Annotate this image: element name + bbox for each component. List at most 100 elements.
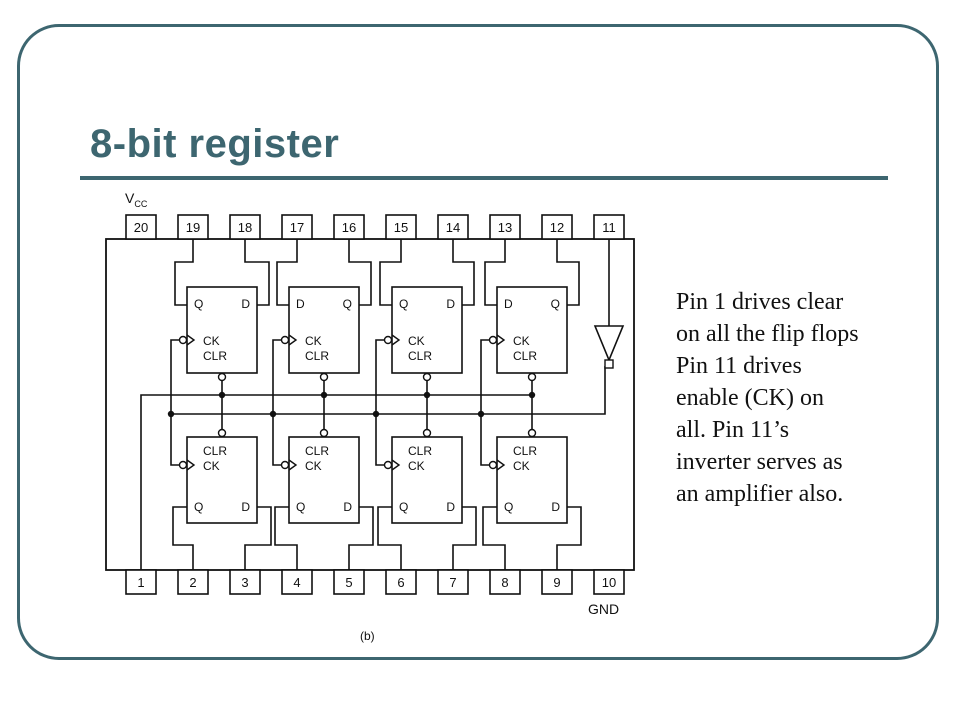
- wire-junction: [167, 410, 175, 418]
- caption-line: on all the flip flops: [676, 321, 859, 347]
- d-label: D: [343, 500, 352, 514]
- ck-label: CK: [513, 459, 530, 473]
- gnd-label: GND: [588, 601, 619, 617]
- ck-label: CK: [408, 334, 425, 348]
- pin-number: 9: [553, 575, 560, 590]
- pin-number: 1: [137, 575, 144, 590]
- d-label: D: [504, 297, 513, 311]
- pin-15: 15: [385, 214, 417, 240]
- ck-label: CK: [203, 459, 220, 473]
- pin-6: 6: [385, 569, 417, 595]
- d-label: D: [446, 500, 455, 514]
- q-label: Q: [399, 297, 408, 311]
- pin-number: 16: [342, 220, 356, 235]
- pin-number: 13: [498, 220, 512, 235]
- caption-line: all. Pin 11’s: [676, 417, 790, 443]
- pin-2: 2: [177, 569, 209, 595]
- wire-junction: [320, 391, 328, 399]
- pin-20: 20: [125, 214, 157, 240]
- pin-10: 10: [593, 569, 625, 595]
- clr-label: CLR: [305, 349, 329, 363]
- q-label: Q: [194, 500, 203, 514]
- q-label: Q: [399, 500, 408, 514]
- pin-number: 18: [238, 220, 252, 235]
- pin-number: 11: [602, 220, 616, 235]
- wire-junction: [218, 391, 226, 399]
- clr-label: CLR: [203, 349, 227, 363]
- pin-number: 7: [449, 575, 456, 590]
- pin-14: 14: [437, 214, 469, 240]
- pin-number: 19: [186, 220, 200, 235]
- pin-18: 18: [229, 214, 261, 240]
- clr-label: CLR: [408, 444, 432, 458]
- pin-5: 5: [333, 569, 365, 595]
- wire-junction: [528, 391, 536, 399]
- caption-line: Pin 11 drives: [676, 353, 802, 379]
- wire-junction: [269, 410, 277, 418]
- wire-junction: [423, 391, 431, 399]
- chip-outline: [105, 238, 635, 571]
- pin-number: 15: [394, 220, 408, 235]
- clr-label: CLR: [408, 349, 432, 363]
- clr-label: CLR: [513, 444, 537, 458]
- q-label: Q: [194, 297, 203, 311]
- ck-label: CK: [408, 459, 425, 473]
- pin-12: 12: [541, 214, 573, 240]
- ck-label: CK: [203, 334, 220, 348]
- pin-number: 6: [397, 575, 404, 590]
- pin-number: 3: [241, 575, 248, 590]
- pin-number: 5: [345, 575, 352, 590]
- pin-11: 11: [593, 214, 625, 240]
- q-label: Q: [343, 297, 352, 311]
- ck-label: CK: [305, 459, 322, 473]
- d-label: D: [241, 297, 250, 311]
- inverter-buffer: [593, 325, 625, 369]
- d-label: D: [296, 297, 305, 311]
- pin-number: 8: [501, 575, 508, 590]
- clr-label: CLR: [203, 444, 227, 458]
- d-label: D: [446, 297, 455, 311]
- pin-number: 20: [134, 220, 148, 235]
- ck-label: CK: [513, 334, 530, 348]
- pin-4: 4: [281, 569, 313, 595]
- pin-1: 1: [125, 569, 157, 595]
- wire-junction: [372, 410, 380, 418]
- pin-13: 13: [489, 214, 521, 240]
- pin-number: 2: [189, 575, 196, 590]
- pin-number: 4: [293, 575, 300, 590]
- clr-label: CLR: [513, 349, 537, 363]
- pin-3: 3: [229, 569, 261, 595]
- caption-line: inverter serves as: [676, 449, 843, 475]
- pin-17: 17: [281, 214, 313, 240]
- caption-line: an amplifier also.: [676, 481, 844, 507]
- clr-label: CLR: [305, 444, 329, 458]
- pin-number: 14: [446, 220, 460, 235]
- pin-9: 9: [541, 569, 573, 595]
- pin-19: 19: [177, 214, 209, 240]
- q-label: Q: [296, 500, 305, 514]
- vcc-label: VCC: [125, 190, 148, 209]
- pin-number: 12: [550, 220, 564, 235]
- wire-junction: [477, 410, 485, 418]
- caption-line: Pin 1 drives clear: [676, 289, 844, 315]
- ck-label: CK: [305, 334, 322, 348]
- pin-16: 16: [333, 214, 365, 240]
- slide-title: 8-bit register: [90, 122, 340, 166]
- d-label: D: [241, 500, 250, 514]
- pin-number: 10: [602, 575, 616, 590]
- slide-frame: [17, 24, 939, 660]
- pin-number: 17: [290, 220, 304, 235]
- pin-7: 7: [437, 569, 469, 595]
- q-label: Q: [551, 297, 560, 311]
- title-underline: [80, 176, 888, 180]
